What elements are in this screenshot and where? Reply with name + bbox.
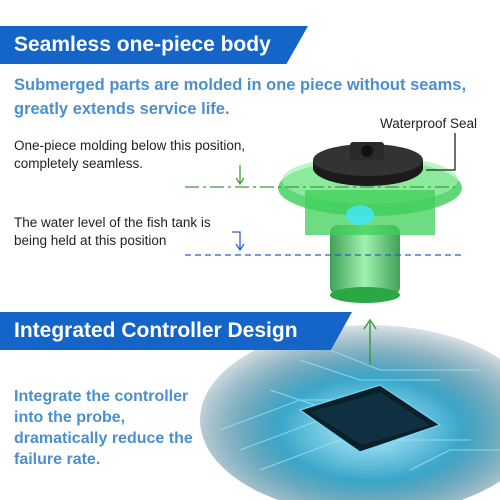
water-arrow-icon: [232, 231, 241, 249]
controller-description: Integrate the controller into the probe,…: [14, 388, 193, 468]
seamless-banner: Seamless one-piece body: [0, 26, 308, 64]
molding-note: One-piece molding below this position, c…: [14, 138, 246, 171]
circuit-board-image: [200, 325, 500, 500]
controller-title: Integrated Controller Design: [14, 319, 298, 342]
controller-banner: Integrated Controller Design: [0, 312, 352, 350]
probe-device-image: [278, 142, 462, 303]
water-level-note: The water level of the fish tank is bein…: [14, 215, 211, 248]
seal-leader-line: [426, 133, 456, 171]
seamless-description: Submerged parts are molded in one piece …: [14, 76, 467, 118]
seamless-title: Seamless one-piece body: [14, 33, 271, 56]
waterproof-seal-label: Waterproof Seal: [380, 116, 478, 131]
